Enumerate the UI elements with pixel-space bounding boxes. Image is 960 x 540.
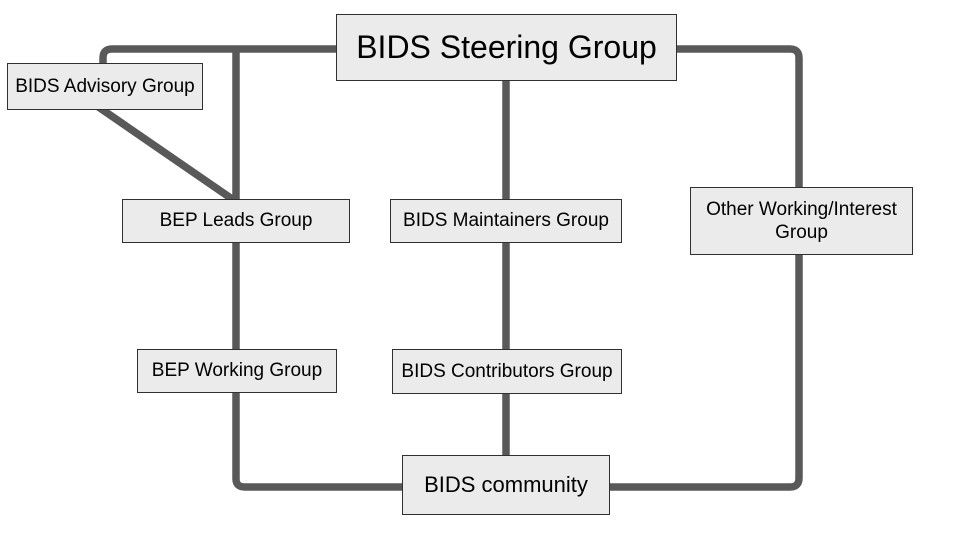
box-bids-contributors-group: BIDS Contributors Group [392,349,622,394]
box-bep-leads-group: BEP Leads Group [122,199,350,243]
box-bids-maintainers-group-label: BIDS Maintainers Group [403,210,609,232]
box-bids-community: BIDS community [402,455,610,515]
box-bids-advisory-group-label: BIDS Advisory Group [15,75,195,97]
box-bids-contributors-group-label: BIDS Contributors Group [401,360,613,382]
connector-advisory-to-bep-leads [93,102,239,205]
connector-right-column [609,45,803,491]
connector-steering-to-advisory [99,45,336,64]
box-bids-maintainers-group: BIDS Maintainers Group [390,199,622,243]
box-other-working-interest-group: Other Working/Interest Group [690,187,913,255]
box-bids-community-label: BIDS community [424,471,588,497]
box-bep-working-group: BEP Working Group [137,349,337,393]
box-bids-advisory-group: BIDS Advisory Group [7,63,203,110]
connector-left-column [232,46,403,491]
box-bids-steering-group-label: BIDS Steering Group [356,28,657,65]
box-bids-steering-group: BIDS Steering Group [336,14,677,81]
box-bep-leads-group-label: BEP Leads Group [159,210,313,232]
box-bep-working-group-label: BEP Working Group [151,360,323,382]
box-other-working-interest-group-label: Other Working/Interest Group [706,198,897,243]
